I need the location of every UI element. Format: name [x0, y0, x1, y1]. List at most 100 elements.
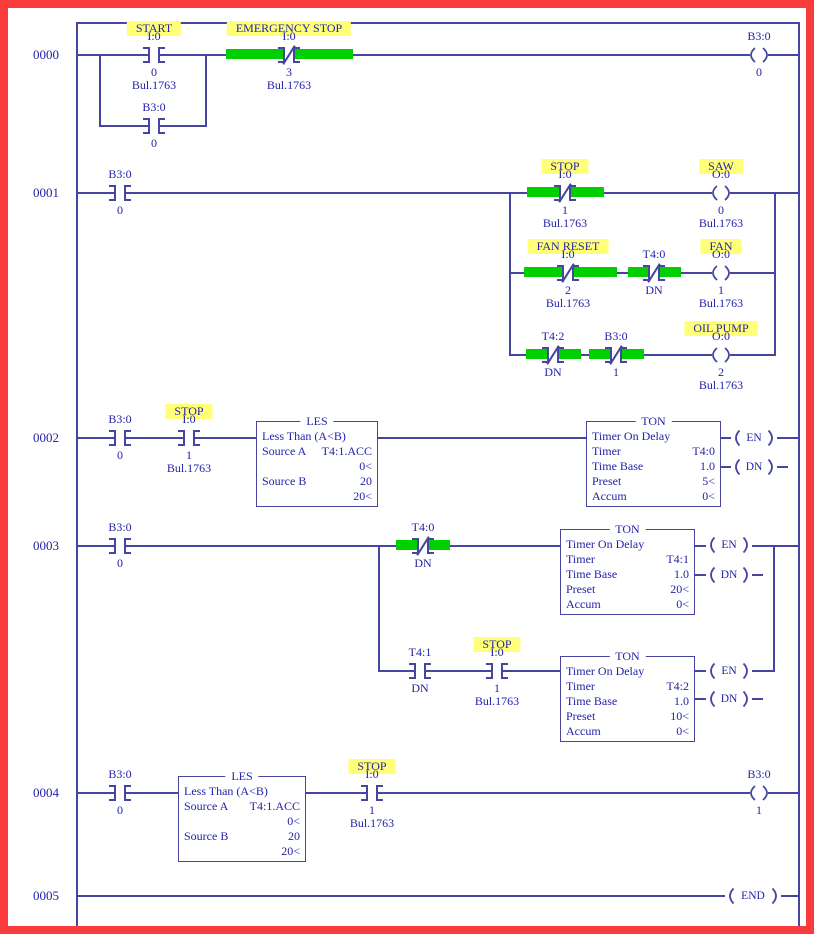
bit-text: 0: [151, 136, 157, 150]
address-text: T4:2: [541, 329, 565, 343]
right-power-rail: [798, 22, 800, 926]
t4-2-dn-contact[interactable]: [540, 344, 566, 366]
address-text: I:0: [147, 29, 161, 43]
address-text: B3:0: [142, 100, 166, 114]
address-text: B3:0: [108, 767, 132, 781]
en-coil[interactable]: EN: [706, 662, 752, 680]
t4-0-dn-contact[interactable]: [410, 535, 436, 557]
fan-reset-contact[interactable]: [555, 262, 581, 284]
rung-line: [77, 895, 799, 897]
device-text: Bul.1763: [166, 461, 212, 475]
bit-text: DN: [544, 365, 562, 379]
address-text: B3:0: [747, 767, 771, 781]
t4-1-dn-contact[interactable]: [407, 660, 433, 682]
rung-line: [77, 437, 799, 439]
rung-line: [77, 792, 799, 794]
address-text: I:0: [182, 412, 196, 426]
instruction-label: EMERGENCY STOP: [226, 21, 352, 36]
oil-pump-coil[interactable]: [708, 346, 734, 364]
device-text: Bul.1763: [131, 78, 177, 92]
b3-0-1-contact[interactable]: [603, 344, 629, 366]
b3-0-contact[interactable]: [107, 427, 133, 449]
address-text: O:0: [712, 329, 730, 343]
bit-text: 2: [565, 283, 571, 297]
b3-0-contact[interactable]: [107, 782, 133, 804]
instruction-label: SAW: [699, 159, 743, 174]
saw-coil[interactable]: [708, 184, 734, 202]
stop-contact[interactable]: [176, 427, 202, 449]
output-coil[interactable]: [746, 46, 772, 64]
stop-contact[interactable]: [552, 182, 578, 204]
branch-line: [774, 192, 776, 356]
stop-contact[interactable]: [359, 782, 385, 804]
instruction-label: FAN: [700, 239, 742, 254]
en-coil[interactable]: EN: [706, 536, 752, 554]
address-text: B3:0: [108, 167, 132, 181]
stop-contact[interactable]: [484, 660, 510, 682]
bit-text: 0: [117, 203, 123, 217]
rung-line: [77, 54, 799, 56]
left-power-rail: [76, 22, 78, 926]
rung-number-0000[interactable]: 0000: [33, 47, 59, 62]
address-text: T4:0: [411, 520, 435, 534]
block-title: TON: [609, 649, 646, 663]
end-coil[interactable]: END: [725, 887, 781, 905]
bit-text: 0: [756, 65, 762, 79]
block-title: TON: [635, 414, 672, 428]
address-text: I:0: [558, 167, 572, 181]
bit-text: 0: [117, 803, 123, 817]
b3-0-contact[interactable]: [107, 182, 133, 204]
rung-number-0002[interactable]: 0002: [33, 430, 59, 445]
output-coil[interactable]: [746, 784, 772, 802]
bit-text: 1: [562, 203, 568, 217]
branch-line: [378, 545, 380, 672]
fan-coil[interactable]: [708, 264, 734, 282]
rung-number-0001[interactable]: 0001: [33, 185, 59, 200]
address-text: I:0: [490, 645, 504, 659]
dn-coil[interactable]: DN: [731, 458, 777, 476]
branch-line: [205, 54, 207, 127]
instruction-label: START: [126, 21, 182, 36]
address-text: B3:0: [108, 520, 132, 534]
address-text: T4:0: [642, 247, 666, 261]
t4-0-dn-contact[interactable]: [641, 262, 667, 284]
top-border-line: [76, 22, 800, 24]
rung-number-0005[interactable]: 0005: [33, 888, 59, 903]
bit-text: DN: [411, 681, 429, 695]
rung-number-0003[interactable]: 0003: [33, 538, 59, 553]
device-text: Bul.1763: [698, 378, 744, 392]
emergency-stop-contact[interactable]: [276, 44, 302, 66]
seal-in-contact[interactable]: [141, 115, 167, 137]
b3-0-contact[interactable]: [107, 535, 133, 557]
dn-coil[interactable]: DN: [706, 566, 752, 584]
bit-text: DN: [414, 556, 432, 570]
instruction-label: STOP: [348, 759, 396, 774]
block-title: LES: [300, 414, 334, 428]
bit-text: 0: [117, 556, 123, 570]
address-text: B3:0: [604, 329, 628, 343]
device-text: Bul.1763: [698, 216, 744, 230]
start-contact[interactable]: [141, 44, 167, 66]
bit-text: 1: [494, 681, 500, 695]
dn-coil[interactable]: DN: [706, 690, 752, 708]
instruction-label: STOP: [165, 404, 213, 419]
en-coil[interactable]: EN: [731, 429, 777, 447]
address-text: O:0: [712, 167, 730, 181]
rung-number-0004[interactable]: 0004: [33, 785, 59, 800]
instruction-label: STOP: [473, 637, 521, 652]
instruction-label: FAN RESET: [527, 239, 609, 254]
rung-line: [77, 192, 799, 194]
device-text: Bul.1763: [545, 296, 591, 310]
address-text: T4:1: [408, 645, 432, 659]
bit-text: DN: [645, 283, 663, 297]
device-text: Bul.1763: [266, 78, 312, 92]
address-text: I:0: [561, 247, 575, 261]
bit-text: 0: [117, 448, 123, 462]
instruction-label: STOP: [541, 159, 589, 174]
